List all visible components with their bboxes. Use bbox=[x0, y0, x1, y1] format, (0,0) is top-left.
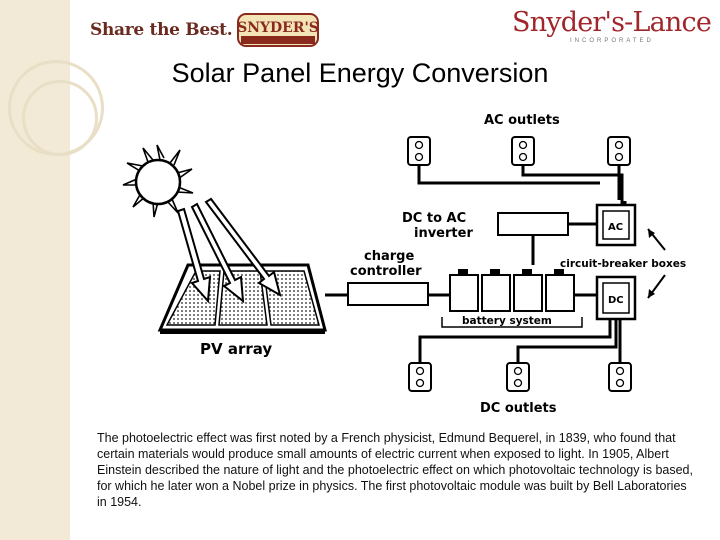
slide-body-text: The photoelectric effect was first noted… bbox=[97, 431, 693, 509]
ray-arrow-icon bbox=[176, 207, 212, 304]
inverter-label-line2: inverter bbox=[414, 226, 473, 241]
dc-outlet-2 bbox=[506, 362, 530, 392]
snyders-lance-logo: Snyder's-Lance INCORPORATED bbox=[512, 7, 712, 48]
ac-outlet-3 bbox=[607, 136, 631, 166]
charge-controller-label-2: controller bbox=[350, 264, 422, 279]
inverter-label-line1: DC to AC bbox=[402, 211, 466, 226]
ray-arrow-icon bbox=[190, 202, 245, 304]
inverter-box bbox=[497, 212, 569, 236]
solar-system-diagram: AC outlets DC to AC inverter bbox=[100, 105, 690, 420]
dc-wiring bbox=[418, 319, 622, 363]
ac-breaker-box: AC bbox=[595, 203, 637, 247]
battery-system: battery system bbox=[441, 269, 583, 328]
ac-outlets-label: AC outlets bbox=[484, 113, 560, 128]
dc-outlet-3 bbox=[608, 362, 632, 392]
ac-box-label: AC bbox=[608, 222, 623, 233]
snyders-badge-graphic: SNYDER'S bbox=[237, 13, 320, 47]
snyders-badge-text: SNYDER'S bbox=[237, 20, 319, 36]
dc-box-label: DC bbox=[608, 295, 624, 306]
battery-system-label: battery system bbox=[462, 315, 552, 327]
dc-outlet-1 bbox=[408, 362, 432, 392]
ray-arrow-icon bbox=[204, 197, 282, 298]
dc-outlets-label: DC outlets bbox=[480, 401, 557, 416]
breaker-label: circuit-breaker boxes bbox=[560, 258, 686, 270]
dc-breaker-box: DC bbox=[595, 275, 637, 321]
snyders-lance-subtext: INCORPORATED bbox=[570, 38, 654, 44]
snyders-lance-name: Snyder's-Lance bbox=[512, 7, 712, 38]
charge-controller-box bbox=[347, 282, 429, 306]
share-the-best-logo: Share the Best. SNYDER'S bbox=[90, 12, 320, 48]
sun-icon bbox=[122, 144, 194, 218]
ac-outlet-1 bbox=[407, 136, 431, 166]
charge-controller-label-1: charge bbox=[364, 249, 414, 264]
arrowhead-icon bbox=[648, 229, 655, 238]
pv-array-label: PV array bbox=[200, 340, 272, 358]
snyders-badge: SNYDER'S bbox=[236, 12, 320, 48]
ac-wiring bbox=[417, 165, 627, 205]
sunlight-rays bbox=[176, 197, 282, 304]
arrowhead-icon bbox=[648, 289, 655, 298]
slide-title: Solar Panel Energy Conversion bbox=[171, 58, 549, 88]
ac-outlet-2 bbox=[511, 136, 535, 166]
share-the-best-text: Share the Best. bbox=[90, 20, 233, 40]
decorative-ring bbox=[22, 80, 98, 156]
